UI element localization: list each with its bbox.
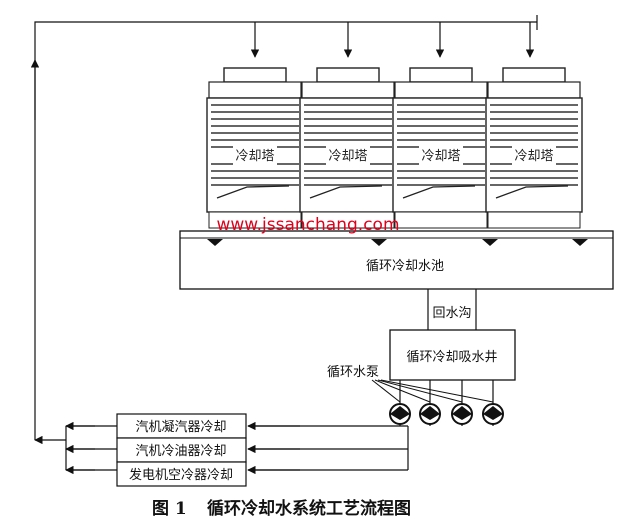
cooling-tower-2: 冷却塔 bbox=[299, 67, 397, 229]
cooler-boxes: 汽机凝汽器冷却 汽机冷油器冷却 发电机空冷器冷却 bbox=[116, 413, 247, 487]
cooler-label-condenser: 汽机凝汽器冷却 bbox=[135, 419, 226, 435]
return-channel: 回水沟 bbox=[427, 289, 477, 330]
pump-discharge-pipes bbox=[399, 424, 494, 426]
pump-2 bbox=[419, 403, 441, 425]
discharge-header-pipe bbox=[247, 421, 409, 475]
pump-4 bbox=[482, 403, 504, 425]
figure-number: 图 1 bbox=[152, 499, 187, 519]
pump-1 bbox=[389, 403, 411, 425]
cooling-towers: 冷却塔 冷却塔 bbox=[206, 67, 583, 229]
cooling-tower-label: 冷却塔 bbox=[328, 149, 367, 164]
cooling-tower-3: 冷却塔 bbox=[392, 67, 490, 229]
cooler-return-pipes bbox=[34, 421, 117, 475]
cooling-tower-label: 冷却塔 bbox=[235, 149, 274, 164]
cooling-tower-label: 冷却塔 bbox=[421, 149, 460, 164]
cooler-label-generator-air-cooler: 发电机空冷器冷却 bbox=[129, 467, 233, 483]
pump-suction-pipes bbox=[399, 380, 494, 404]
basin-label: 循环冷却水池 bbox=[366, 259, 444, 274]
circulating-water-basin: 循环冷却水池 bbox=[179, 230, 614, 290]
suction-well: 循环冷却吸水井 bbox=[389, 329, 516, 381]
pumps-label: 循环水泵 bbox=[327, 365, 379, 380]
watermark: www.jssanchang.com bbox=[217, 215, 400, 235]
supply-header-pipe bbox=[30, 15, 538, 440]
cooling-tower-1: 冷却塔 bbox=[206, 67, 304, 229]
cooling-tower-label: 冷却塔 bbox=[514, 149, 553, 164]
pump-3 bbox=[451, 403, 473, 425]
pump-leader-lines bbox=[371, 379, 494, 403]
return-channel-label: 回水沟 bbox=[432, 306, 471, 321]
suction-well-label: 循环冷却吸水井 bbox=[406, 350, 497, 365]
cooler-label-oil-cooler: 汽机冷油器冷却 bbox=[135, 444, 226, 459]
figure-title: 循环冷却水系统工艺流程图 bbox=[207, 498, 411, 519]
cooling-tower-4: 冷却塔 bbox=[485, 67, 583, 229]
